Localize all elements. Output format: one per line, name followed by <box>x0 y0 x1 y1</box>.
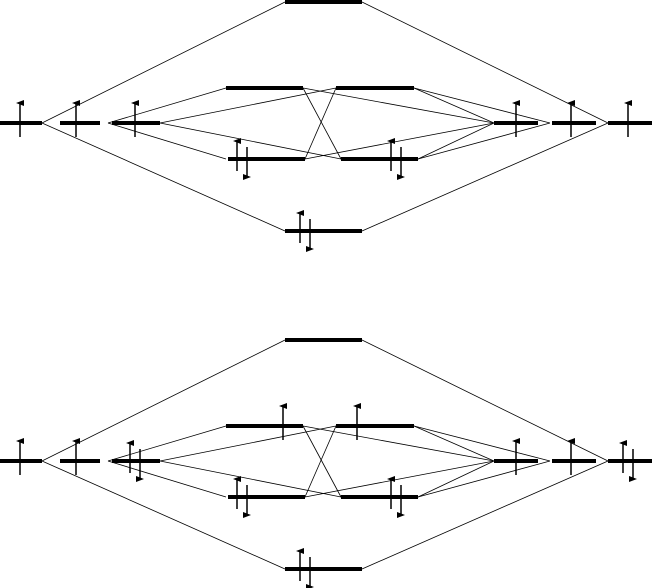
connector-line <box>417 460 551 498</box>
connector-line <box>159 460 342 498</box>
connector-line <box>304 87 337 160</box>
connector-line <box>302 425 495 462</box>
connector-line <box>304 425 337 498</box>
mo-panel-bottom <box>0 338 652 588</box>
connector-line <box>107 460 227 498</box>
connector-line <box>107 425 227 462</box>
connector-line <box>417 122 495 160</box>
connector-line <box>302 87 342 160</box>
connector-line <box>417 122 551 160</box>
connector-line <box>41 339 286 462</box>
connector-line <box>413 425 551 462</box>
connector-line <box>302 87 495 124</box>
connector-line <box>413 87 495 124</box>
connector-line <box>41 460 286 570</box>
connector-line <box>107 87 227 124</box>
mo-panel-top <box>0 0 652 252</box>
connector-line <box>413 425 495 462</box>
connector-line <box>413 87 551 124</box>
connector-line <box>302 425 342 498</box>
connector-line <box>107 122 227 160</box>
connector-line <box>41 1 286 124</box>
connector-line <box>159 87 337 124</box>
connector-line <box>41 122 286 232</box>
connector-line <box>304 122 495 160</box>
connector-line <box>159 122 342 160</box>
connector-line <box>361 460 609 570</box>
connector-line <box>361 122 609 232</box>
connector-line <box>159 425 337 462</box>
connector-line <box>417 460 495 498</box>
connector-line <box>304 460 495 498</box>
